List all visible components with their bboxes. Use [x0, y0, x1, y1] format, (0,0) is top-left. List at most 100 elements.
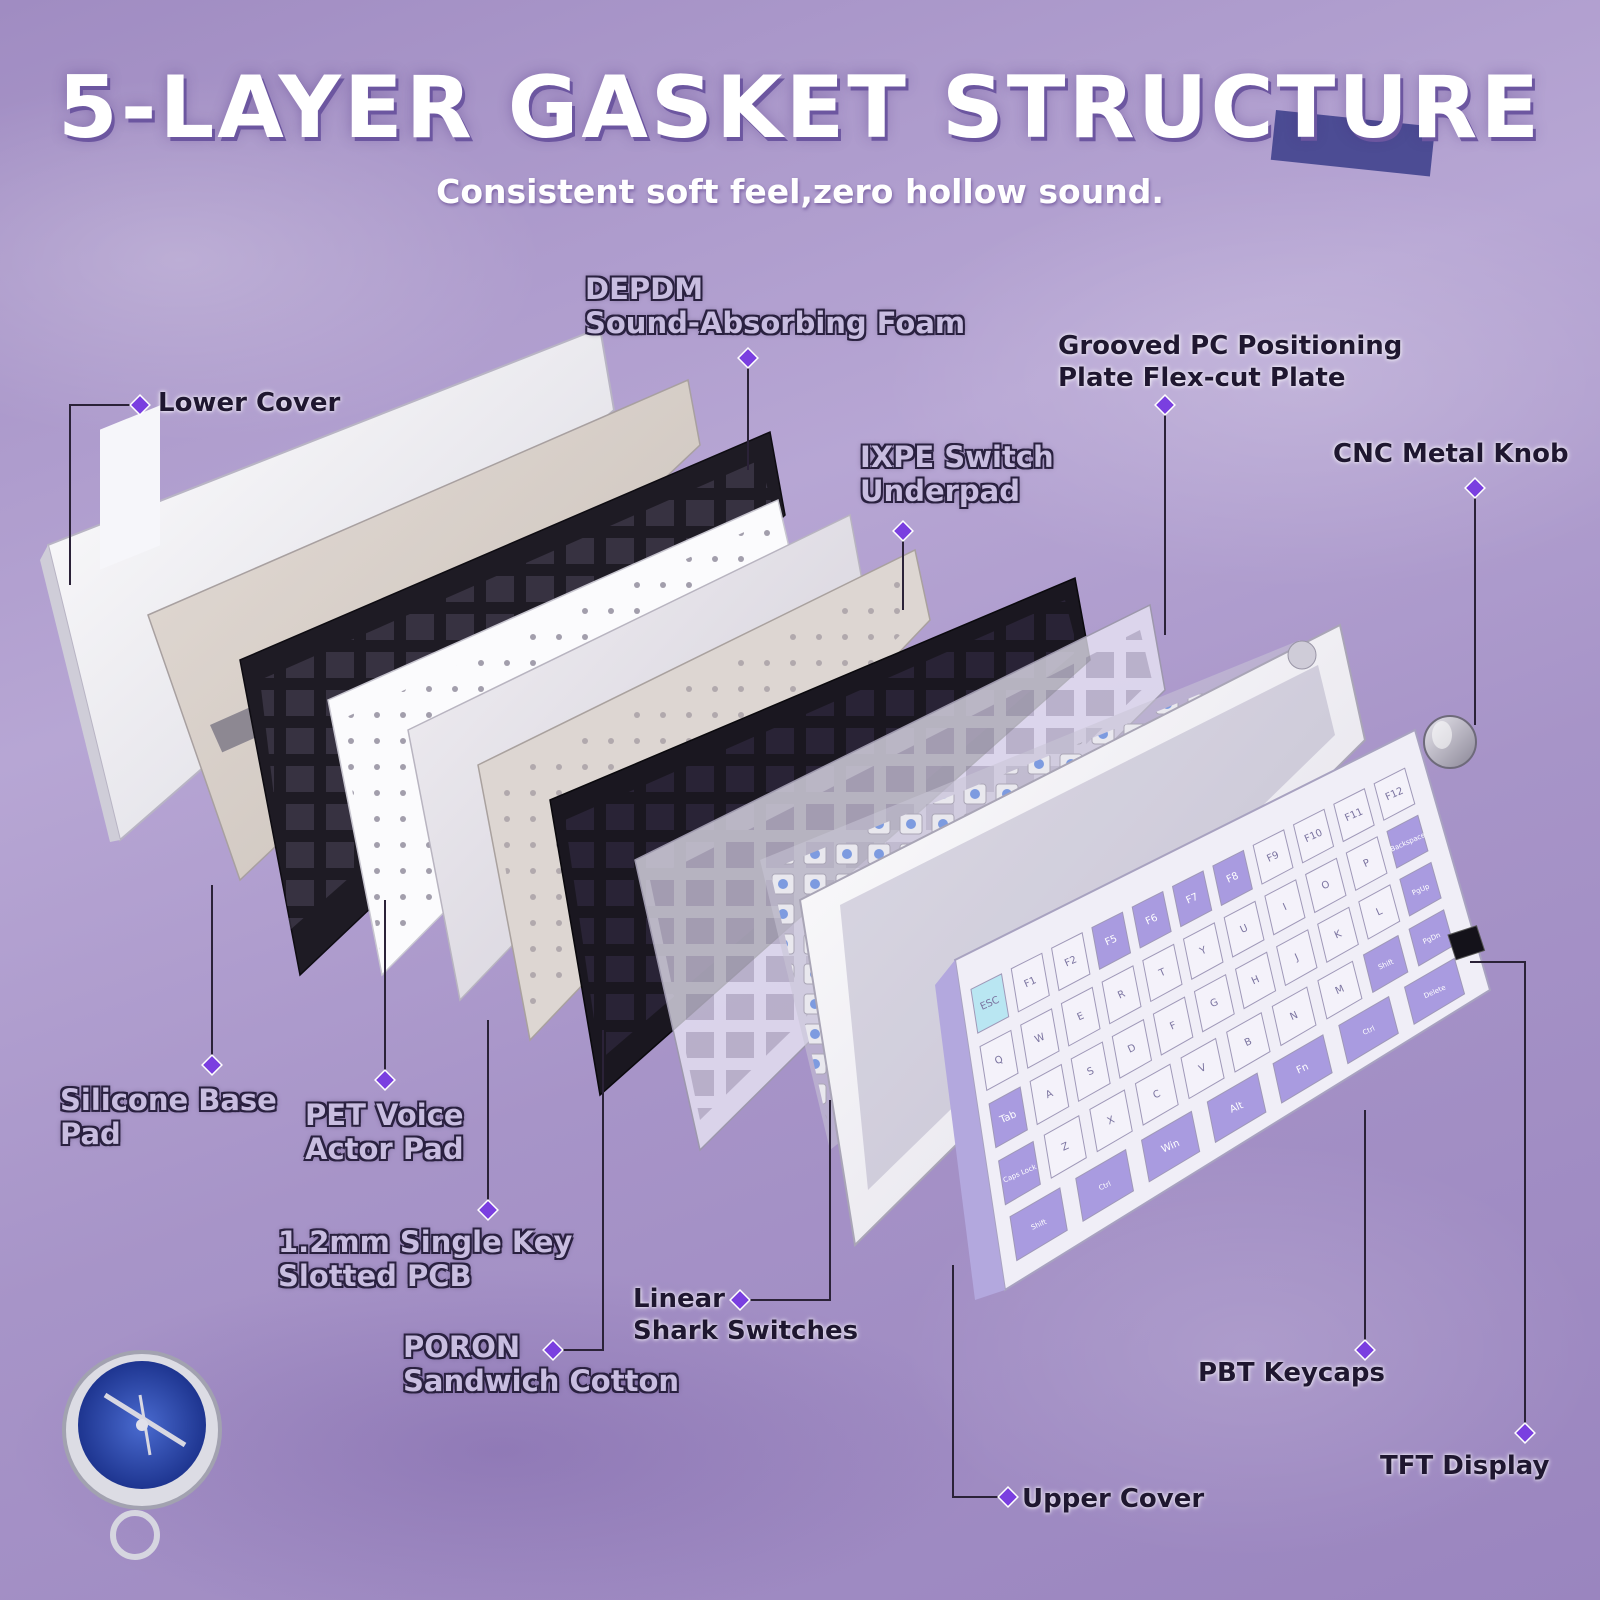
- label-grooved-line2: Plate Flex-cut Plate: [1058, 363, 1346, 393]
- keycap-v: [1180, 1037, 1225, 1100]
- keycap-f10: [1292, 808, 1335, 864]
- keycap-legend-e: E: [1076, 1011, 1086, 1024]
- keycap-legend-d: D: [1126, 1042, 1138, 1055]
- keycap-ctrl_l: [1075, 1148, 1135, 1222]
- keycap-f5: [1091, 911, 1132, 970]
- keycap-legend-alt: Alt: [1228, 1100, 1245, 1116]
- label-slotted-pcb: 1.2mm Single Key Slotted PCB: [278, 1225, 572, 1293]
- keycap-del: [1404, 957, 1466, 1025]
- keycap-legend-u: U: [1239, 923, 1250, 936]
- label-tft-text: TFT Display: [1380, 1451, 1550, 1481]
- page-subtitle: Consistent soft feel,zero hollow sound.: [436, 172, 1164, 211]
- keycap-z: [1043, 1115, 1087, 1179]
- keycap-h: [1234, 951, 1277, 1010]
- keycap-s: [1070, 1041, 1111, 1103]
- keycap-shift_l: [1009, 1187, 1068, 1262]
- keycap-legend-k: K: [1333, 928, 1344, 941]
- keycap-o: [1305, 857, 1347, 914]
- keycap-shift_r: [1362, 934, 1409, 994]
- label-pbt-keycaps: PBT Keycaps: [1198, 1357, 1385, 1389]
- keycap-legend-f2: F2: [1063, 954, 1079, 969]
- keycap-f: [1152, 996, 1194, 1056]
- keycap-p: [1345, 836, 1388, 892]
- keycap-m: [1317, 960, 1363, 1020]
- keycap-legend-f8: F8: [1225, 871, 1241, 886]
- keycap-legend-r: R: [1116, 989, 1127, 1002]
- label-linear-shark-switches: Linear Shark Switches: [633, 1283, 858, 1347]
- keycap-alt: [1206, 1072, 1267, 1144]
- label-poron-line1: PORON: [403, 1330, 521, 1364]
- label-upper-cover-text: Upper Cover: [1022, 1484, 1205, 1514]
- keycap-i: [1264, 879, 1306, 936]
- keycap-f1: [1010, 952, 1050, 1013]
- label-lower-cover-text: Lower Cover: [158, 388, 341, 418]
- keycap-legend-j: J: [1292, 952, 1300, 964]
- keycap-f6: [1131, 890, 1172, 949]
- label-depdm-line1: DEPDM: [585, 272, 704, 306]
- keycap-legend-f7: F7: [1184, 892, 1200, 907]
- keycap-legend-i: I: [1281, 902, 1288, 913]
- keycap-legend-l: L: [1375, 906, 1385, 918]
- keycap-legend-f9: F9: [1265, 850, 1281, 865]
- keycap-a: [1029, 1063, 1070, 1126]
- keycap-legend-f: F: [1168, 1020, 1178, 1032]
- label-ixpe-line2: Underpad: [860, 474, 1021, 508]
- keycap-b: [1226, 1012, 1271, 1073]
- keycap-l: [1358, 884, 1401, 940]
- keycap-t: [1142, 943, 1183, 1003]
- keycap-c: [1134, 1063, 1179, 1126]
- keycap-f11: [1333, 788, 1375, 843]
- label-depdm-foam: DEPDM Sound-Absorbing Foam: [585, 272, 965, 340]
- keycap-f9: [1252, 829, 1294, 885]
- keycap-f12: [1373, 767, 1416, 821]
- keycap-legend-g: G: [1209, 997, 1221, 1010]
- label-silicone-base-pad: Silicone Base Pad: [60, 1083, 277, 1151]
- keycap-f2: [1051, 932, 1091, 992]
- keycap-legend-p: P: [1362, 858, 1372, 871]
- label-ixpe-underpad: IXPE Switch Underpad: [860, 440, 1054, 508]
- keycap-legend-s: S: [1086, 1066, 1096, 1079]
- label-silicone-line2: Pad: [60, 1117, 121, 1151]
- keycap-legend-w: W: [1033, 1032, 1047, 1046]
- keycap-backspace: [1386, 814, 1429, 869]
- keycap-fn: [1272, 1034, 1333, 1104]
- keycap-ctrl_r: [1338, 995, 1399, 1065]
- keycap-legend-q: Q: [993, 1054, 1005, 1067]
- label-lower-cover: Lower Cover: [158, 387, 340, 419]
- keycap-legend-z: Z: [1060, 1141, 1071, 1154]
- keycap-legend-a: A: [1044, 1088, 1055, 1101]
- keycap-e: [1060, 986, 1101, 1047]
- keycap-legend-b: B: [1243, 1036, 1254, 1049]
- keycap-legend-fn: Fn: [1295, 1062, 1311, 1077]
- keycap-caps: [998, 1140, 1041, 1206]
- label-pet-line1: PET Voice: [305, 1098, 464, 1132]
- keycap-pgup: [1399, 861, 1442, 917]
- keycap-g: [1193, 973, 1235, 1033]
- keycap-q: [979, 1029, 1019, 1092]
- keycap-y: [1182, 922, 1224, 980]
- keycap-f7: [1171, 870, 1213, 928]
- keycap-esc: [970, 973, 1010, 1034]
- keycap-legend-f1: F1: [1023, 975, 1039, 990]
- keycap-j: [1276, 929, 1318, 987]
- label-pet-line2: Actor Pad: [305, 1132, 464, 1166]
- keycap-w: [1020, 1008, 1060, 1069]
- label-silicone-line1: Silicone Base: [60, 1083, 277, 1117]
- keycap-u: [1223, 900, 1265, 958]
- label-pcb-line2: Slotted PCB: [278, 1259, 472, 1293]
- keycap-k: [1317, 906, 1359, 963]
- keycap-n: [1271, 986, 1317, 1047]
- keycap-legend-f5: F5: [1104, 933, 1120, 948]
- keycap-legend-c: C: [1151, 1088, 1162, 1101]
- label-grooved-line1: Grooved PC Positioning: [1058, 331, 1403, 361]
- label-linear-line1: Linear: [633, 1284, 725, 1314]
- label-linear-line2: Shark Switches: [633, 1316, 859, 1346]
- label-poron-line2: Sandwich Cotton: [403, 1364, 680, 1398]
- label-tft-display: TFT Display: [1380, 1450, 1549, 1482]
- keycap-legend-v: V: [1197, 1062, 1208, 1075]
- keycap-legend-m: M: [1334, 984, 1346, 998]
- keycap-legend-n: N: [1289, 1010, 1300, 1023]
- keycap-legend-h: H: [1250, 974, 1261, 987]
- label-pet-voice-actor-pad: PET Voice Actor Pad: [305, 1098, 464, 1166]
- page-title: 5-LAYER GASKET STRUCTURE: [57, 58, 1543, 158]
